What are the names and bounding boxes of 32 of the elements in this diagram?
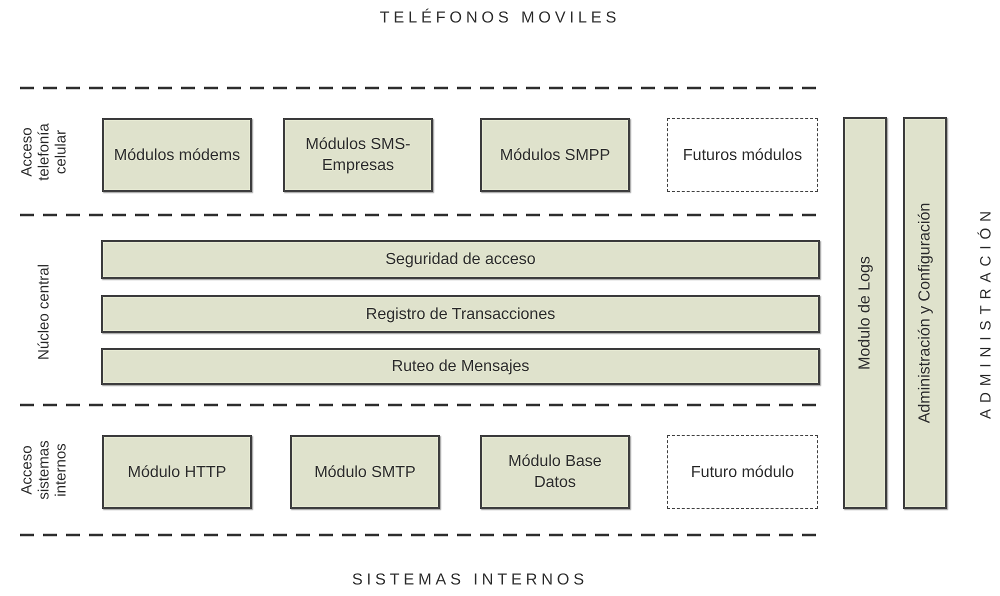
module-label: Módulo HTTP [128, 462, 226, 482]
layer-label: Acceso sistemas internos [18, 439, 70, 502]
module-label: Ruteo de Mensajes [392, 357, 530, 377]
bottom-heading: SISTEMAS INTERNOS [350, 572, 590, 588]
module-label: Módulos SMS-Empresas [304, 135, 412, 176]
module-box [101, 240, 820, 279]
module-label: Administración y Configuración [916, 202, 934, 424]
module-label: Módulo Base Datos [507, 452, 603, 493]
module-bar [903, 117, 947, 509]
module-label: Modulo de Logs [856, 256, 874, 370]
module-box [101, 348, 820, 385]
module-box [101, 295, 820, 333]
top-heading: TELÉFONOS MOVILES [378, 10, 622, 26]
module-label: Futuro módulo [690, 462, 794, 482]
module-label: Módulo SMTP [314, 462, 416, 482]
module-box [480, 118, 630, 192]
module-box [283, 118, 433, 192]
module-box [290, 435, 440, 509]
layer-label: Acceso telefonía celular [18, 122, 70, 183]
module-box [102, 118, 252, 192]
module-label: Seguridad de acceso [385, 250, 536, 270]
module-box [102, 435, 252, 509]
module-label: Módulos SMPP [500, 146, 610, 166]
module-label: Registro de Transacciones [366, 304, 556, 324]
future-module-box [667, 435, 818, 509]
module-bar [843, 117, 887, 509]
module-label: Futuros módulos [682, 146, 802, 166]
future-module-box [667, 118, 818, 192]
module-label: Módulos módems [114, 146, 240, 166]
layer-label: Núcleo central [36, 263, 52, 362]
module-box [480, 435, 630, 509]
side-heading: ADMINISTRACIÓN [978, 204, 994, 422]
